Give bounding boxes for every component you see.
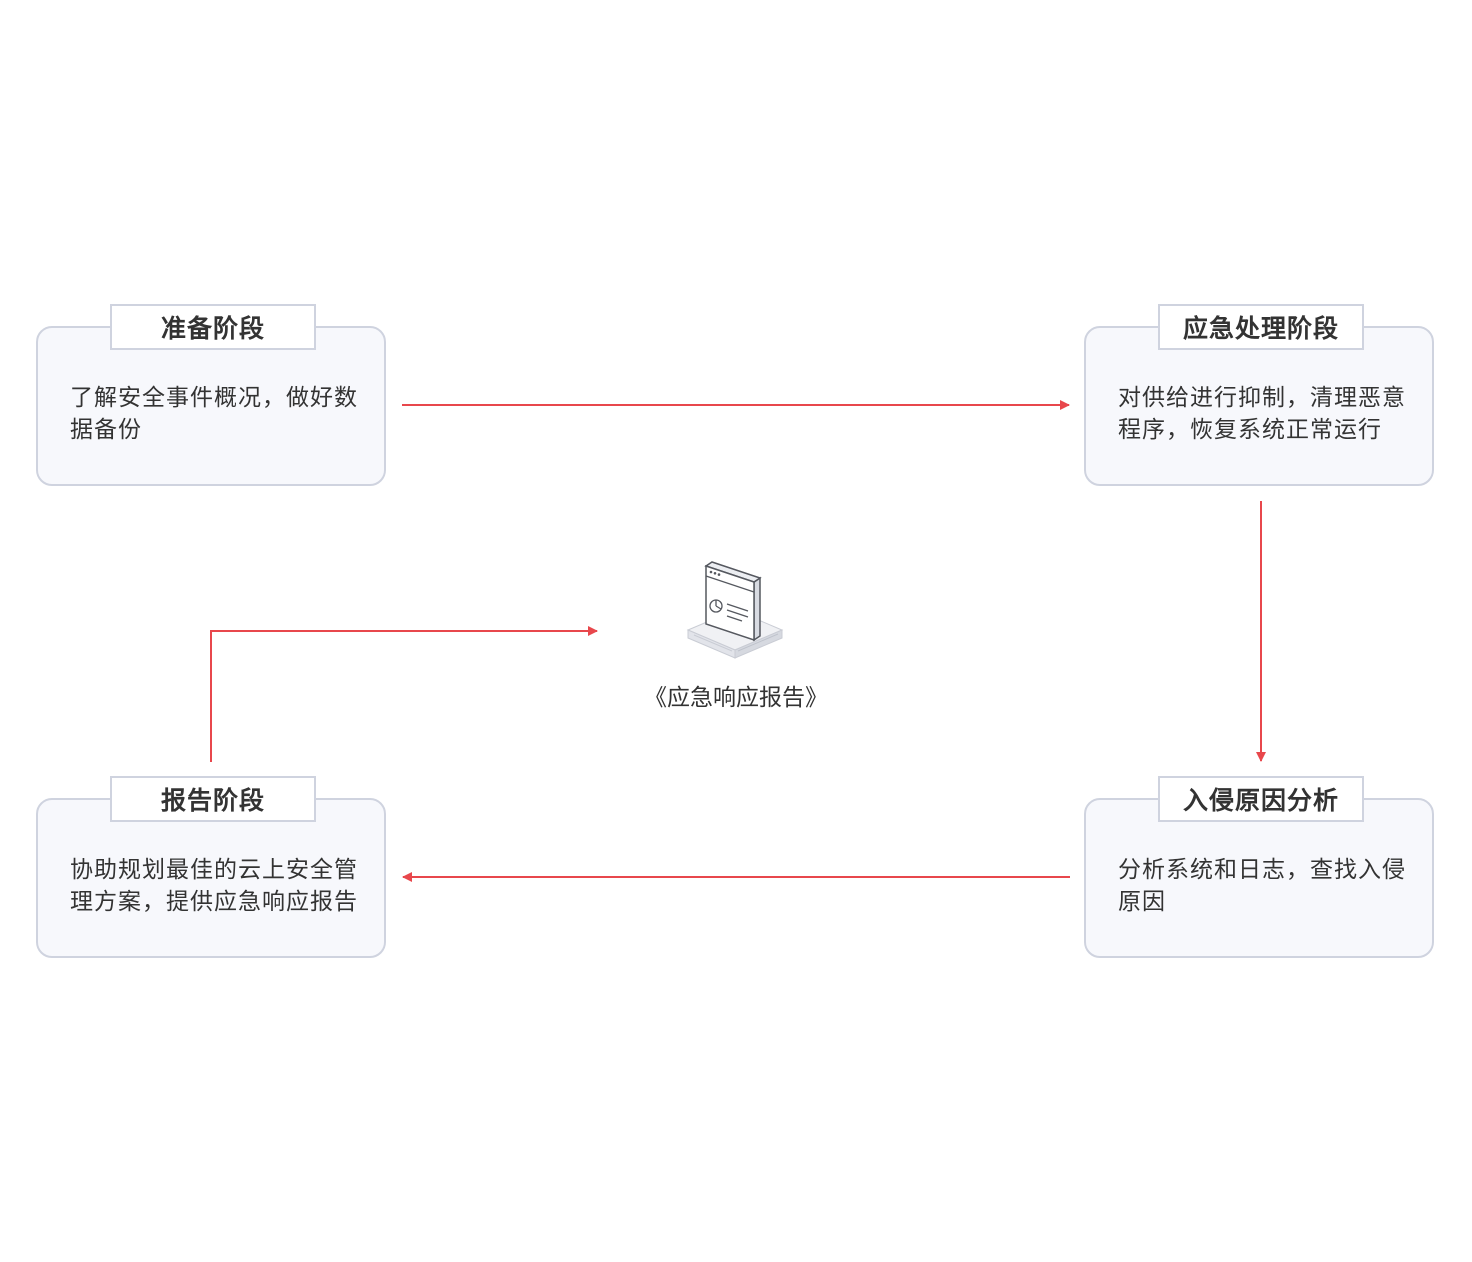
stage-title-prepare: 准备阶段 (110, 304, 316, 350)
stage-card-prepare: 准备阶段 了解安全事件概况，做好数据备份 (36, 304, 386, 486)
stage-title-analysis: 入侵原因分析 (1158, 776, 1364, 822)
stage-desc-report: 协助规划最佳的云上安全管理方案，提供应急响应报告 (70, 857, 358, 915)
stage-title-handle: 应急处理阶段 (1158, 304, 1364, 350)
stage-desc-handle: 对供给进行抑制，清理恶意程序，恢复系统正常运行 (1118, 385, 1406, 443)
report-label: 《应急响应报告》 (644, 685, 828, 711)
stage-card-report: 报告阶段 协助规划最佳的云上安全管理方案，提供应急响应报告 (36, 776, 386, 958)
stage-title-report: 报告阶段 (110, 776, 316, 822)
stage-desc-prepare: 了解安全事件概况，做好数据备份 (70, 385, 358, 443)
stage-card-handle: 应急处理阶段 对供给进行抑制，清理恶意程序，恢复系统正常运行 (1084, 304, 1434, 486)
report-document-icon (686, 561, 784, 659)
arrow-report-to-document (210, 626, 598, 762)
stage-card-analysis: 入侵原因分析 分析系统和日志，查找入侵原因 (1084, 776, 1434, 958)
stage-desc-analysis: 分析系统和日志，查找入侵原因 (1118, 857, 1406, 915)
